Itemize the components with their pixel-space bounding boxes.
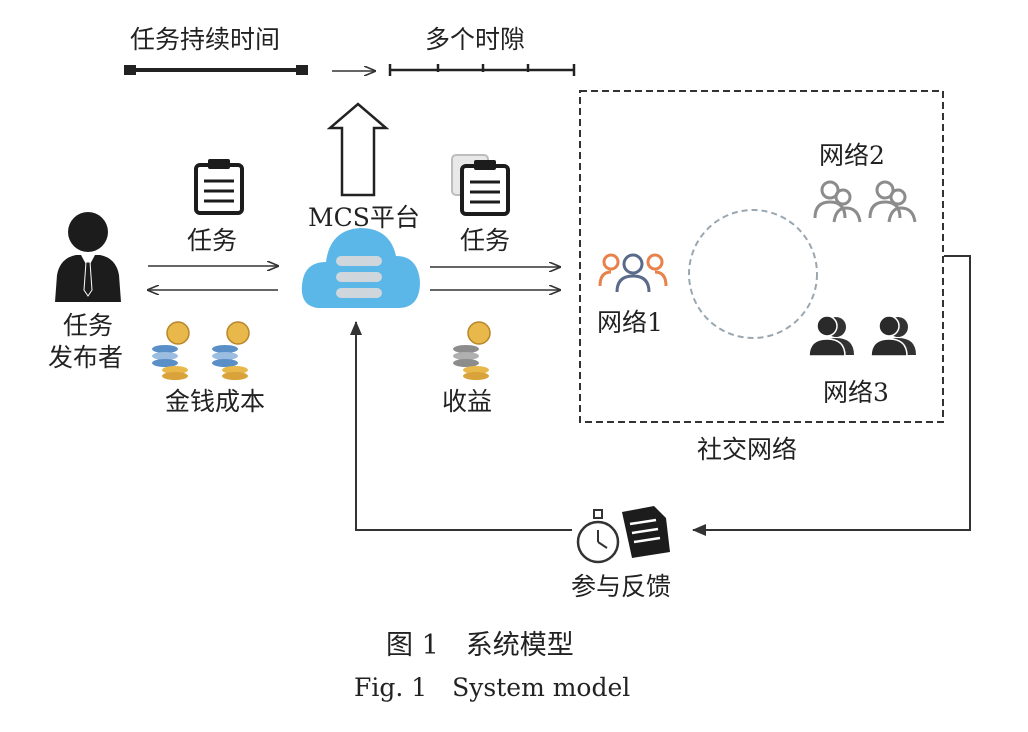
group-icon — [870, 315, 916, 357]
group-icon — [598, 253, 668, 293]
figure-caption-en: Fig. 1 System model — [354, 673, 631, 702]
publisher-label-line1: 任务 — [63, 311, 114, 340]
task-label-right: 任务 — [460, 226, 511, 255]
time-slots-bar — [388, 64, 576, 76]
publisher-label-line2: 发布者 — [48, 343, 124, 372]
social-network-box — [579, 90, 944, 423]
feedback-label: 参与反馈 — [571, 572, 672, 601]
network2-label: 网络2 — [819, 141, 885, 170]
document-icon — [622, 506, 670, 558]
coins-icon — [212, 321, 250, 380]
feedback-arrow — [692, 255, 971, 536]
coins-icon — [453, 321, 491, 380]
up-arrow-icon — [326, 102, 390, 197]
stopwatch-icon — [576, 509, 620, 564]
clipboard-icon — [194, 159, 244, 215]
person-icon — [55, 212, 121, 302]
social-network-label: 社交网络 — [697, 435, 798, 464]
time-slots-label: 多个时隙 — [425, 25, 526, 54]
group-icon — [813, 180, 862, 223]
clipboard-icon — [451, 154, 510, 216]
cloud-icon — [301, 228, 420, 308]
figure-caption-zh: 图 1 系统模型 — [386, 630, 574, 661]
group-icon — [868, 180, 917, 223]
revenue-label: 收益 — [442, 387, 493, 416]
network1-label: 网络1 — [597, 308, 663, 337]
task-duration-label: 任务持续时间 — [130, 25, 281, 54]
network-circle — [688, 209, 818, 339]
group-icon — [808, 315, 854, 357]
platform-label: MCS平台 — [308, 203, 420, 232]
money-cost-label: 金钱成本 — [165, 387, 266, 416]
coins-icon — [152, 321, 190, 380]
task-duration-bar — [124, 65, 308, 75]
feedback-arrow-to-platform — [350, 321, 572, 531]
network3-label: 网络3 — [823, 378, 889, 407]
task-label-left: 任务 — [187, 226, 238, 255]
